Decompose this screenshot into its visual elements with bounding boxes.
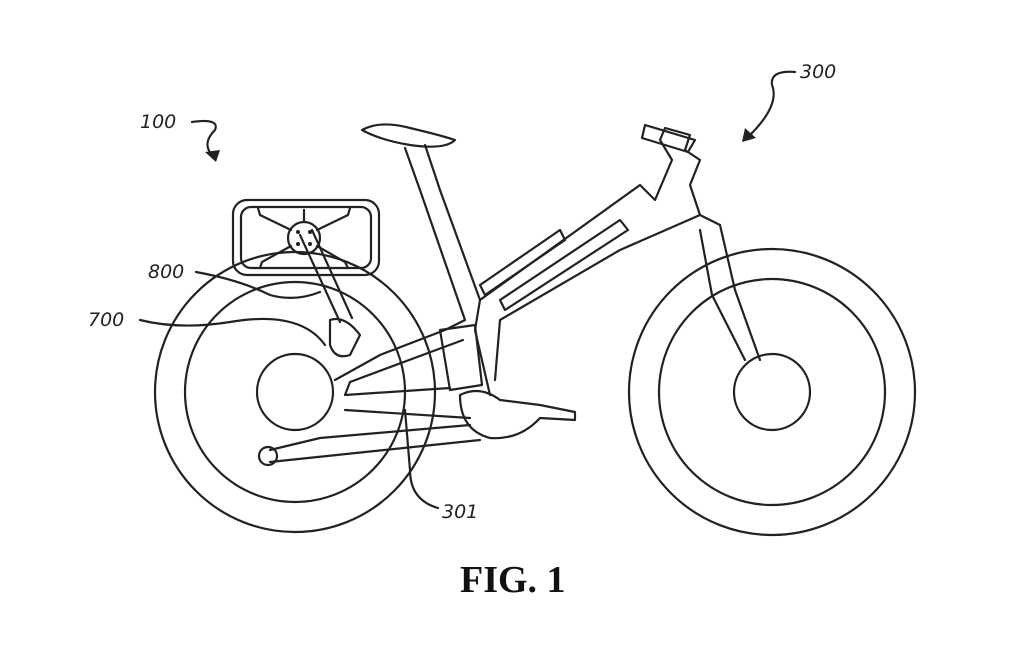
arrow-100-icon xyxy=(205,150,220,162)
label-301: 301 xyxy=(442,501,478,523)
leader-300 xyxy=(748,70,797,137)
arrow-300-icon xyxy=(742,128,756,142)
motor-housing xyxy=(458,389,577,440)
carrier-arm xyxy=(298,228,362,358)
handlebar xyxy=(640,123,697,154)
front-wheel xyxy=(627,247,917,537)
leader-301 xyxy=(403,408,440,510)
label-300: 300 xyxy=(800,61,836,83)
top-tube-detail xyxy=(478,218,630,312)
frame xyxy=(333,126,722,397)
leader-100 xyxy=(190,119,217,160)
leader-700 xyxy=(138,317,327,347)
battery xyxy=(438,323,484,392)
label-700: 700 xyxy=(88,309,124,331)
saddle xyxy=(360,123,457,148)
front-fork xyxy=(698,223,762,362)
chain xyxy=(268,408,482,464)
figure-caption: FIG. 1 xyxy=(460,559,566,601)
label-100: 100 xyxy=(140,111,176,133)
label-800: 800 xyxy=(148,261,184,283)
derailleur xyxy=(257,445,279,467)
leader-800 xyxy=(194,270,322,299)
seat-post xyxy=(403,143,442,192)
module-box xyxy=(231,198,381,277)
